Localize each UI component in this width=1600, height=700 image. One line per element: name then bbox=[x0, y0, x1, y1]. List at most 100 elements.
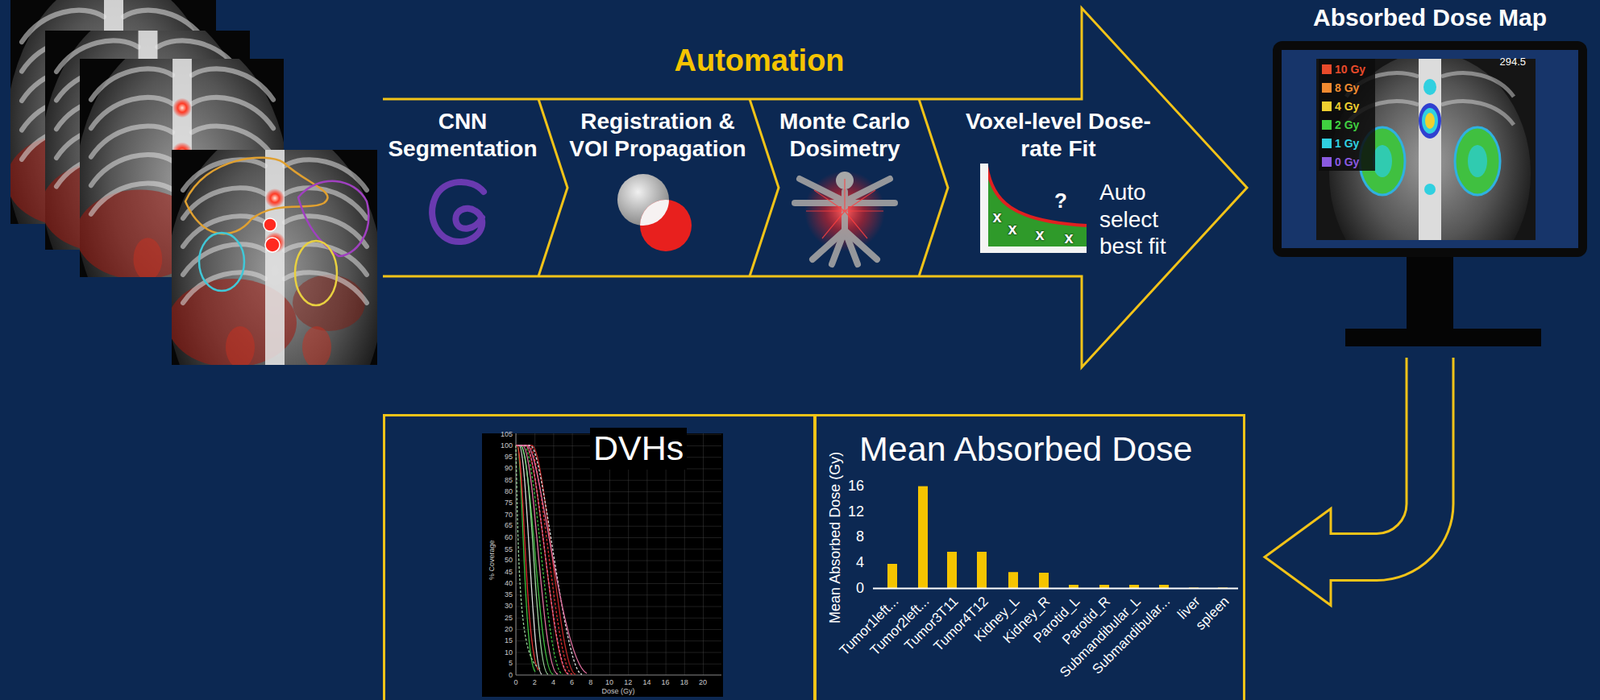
dose-map-monitor-part-part-part bbox=[1441, 73, 1514, 97]
dose-map-monitor-part-part bbox=[1372, 145, 1393, 178]
data-point: x bbox=[1008, 220, 1018, 239]
legend-row: 10 Gy bbox=[1321, 59, 1366, 79]
axis-tick: 0 bbox=[856, 580, 865, 598]
data-point: x bbox=[993, 207, 1002, 227]
results-panel: Mean Absorbed Dose bbox=[814, 414, 1246, 700]
dose-map-monitor-part-part bbox=[1318, 58, 1376, 171]
vitruvian-figure bbox=[794, 170, 895, 265]
node-title: Automation bbox=[674, 42, 845, 80]
axis-tick: 95 bbox=[504, 452, 513, 462]
axis-tick: 12 bbox=[623, 678, 632, 687]
axis-tick: 40 bbox=[504, 579, 513, 588]
axis-tick: 16 bbox=[661, 678, 670, 687]
mean-dose-bars-part bbox=[1038, 573, 1049, 589]
legend-swatch bbox=[1321, 157, 1332, 167]
dvh-chart bbox=[482, 433, 724, 698]
dose-map-monitor-part-part-part bbox=[1441, 101, 1514, 125]
dvh-chart-part bbox=[515, 433, 722, 676]
pet-ct-stack-part bbox=[166, 125, 384, 449]
dose-map-monitor bbox=[1272, 41, 1588, 347]
axis-tick: 8 bbox=[588, 678, 593, 687]
fit-graph-part bbox=[986, 166, 1087, 249]
mean-dose-bars-part bbox=[1068, 585, 1079, 589]
legend-row: 0 Gy bbox=[1321, 152, 1366, 171]
legend-text: 1 Gy bbox=[1334, 137, 1359, 150]
axis-tick: 25 bbox=[504, 614, 513, 623]
legend-text: 2 Gy bbox=[1334, 118, 1359, 132]
fit-graph-part bbox=[980, 246, 1087, 254]
legend-row: 1 Gy bbox=[1321, 133, 1366, 153]
fit-graph bbox=[980, 163, 1087, 254]
dose-map-monitor-part-part bbox=[1423, 78, 1437, 96]
dvh-chart-part-part bbox=[515, 445, 576, 675]
legend-text: 8 Gy bbox=[1334, 81, 1359, 95]
registration-icon-part bbox=[617, 174, 670, 226]
mean-dose-bars-part bbox=[918, 486, 928, 589]
legend-row: 8 Gy bbox=[1321, 78, 1366, 97]
vitruvian-figure-part-part bbox=[812, 230, 877, 260]
organ-contours-part bbox=[295, 241, 337, 306]
dose-map-monitor-part-part bbox=[1424, 183, 1436, 196]
dose-map-monitor-part-part bbox=[1425, 112, 1435, 129]
axis-tick: 80 bbox=[504, 487, 513, 496]
automation-arrow-part bbox=[918, 99, 948, 277]
fit-graph-part bbox=[980, 163, 989, 254]
registration-icon-part bbox=[617, 174, 670, 226]
vitruvian-figure-part bbox=[806, 178, 884, 239]
axis-tick: 6 bbox=[569, 678, 574, 687]
legend-row: 4 Gy bbox=[1321, 96, 1366, 116]
dvh-chart-part bbox=[515, 433, 722, 676]
legend-text: 0 Gy bbox=[1334, 155, 1359, 169]
organ-contours-part bbox=[265, 237, 280, 253]
axis-tick: 0 bbox=[508, 671, 513, 680]
automation-arrow-part bbox=[749, 99, 779, 277]
dvh-chart-part-part bbox=[515, 445, 582, 675]
node-title: Voxel-level Dose-rate Fit bbox=[957, 108, 1160, 163]
axis-tick: 65 bbox=[504, 521, 513, 530]
data-point: x bbox=[1064, 228, 1074, 248]
dvh-chart-part-part bbox=[515, 445, 542, 675]
process-step: Monte Carlo Dosimetry bbox=[772, 108, 918, 163]
axis-tick: 10 bbox=[605, 678, 614, 687]
dose-map-monitor-part bbox=[1345, 328, 1542, 347]
flow-arrow bbox=[1264, 357, 1454, 607]
dose-map-monitor-part bbox=[1318, 58, 1531, 241]
node-note: Auto select best fit bbox=[1099, 178, 1181, 261]
node-title: Monte Carlo Dosimetry bbox=[772, 108, 918, 163]
mean-dose-bars-part bbox=[1159, 585, 1169, 589]
dvh-chart-part-part bbox=[515, 445, 587, 674]
process-step: Voxel-level Dose-rate FitAuto select bes… bbox=[951, 104, 1185, 266]
axis-title: % Coverage bbox=[487, 540, 496, 582]
organ-contours-part bbox=[199, 232, 245, 291]
automation-arrow: AutomationCNN SegmentationRegistration &… bbox=[382, 8, 1247, 368]
axis-tick: 30 bbox=[504, 602, 513, 611]
legend-swatch bbox=[1321, 64, 1332, 75]
legend-row: 2 Gy bbox=[1321, 115, 1366, 134]
axis-tick: 16 bbox=[847, 477, 865, 495]
mean-dose-bars-part bbox=[1129, 585, 1139, 589]
organ-contours-part bbox=[298, 181, 369, 257]
dvh-chart-part-part bbox=[515, 445, 553, 675]
dose-map-monitor-part-part bbox=[1418, 103, 1442, 139]
axis-tick: 20 bbox=[698, 678, 707, 687]
dose-map-monitor-part-part bbox=[1454, 127, 1501, 196]
legend-text: 4 Gy bbox=[1334, 99, 1359, 113]
dvh-chart-part-part bbox=[515, 445, 570, 675]
node-title: Registration & VOI Propagation bbox=[562, 108, 753, 163]
dvh-chart-part bbox=[515, 445, 587, 675]
axis-tick: 75 bbox=[504, 498, 513, 508]
automation-arrow-part bbox=[538, 99, 568, 277]
axis-tick: 15 bbox=[504, 636, 513, 645]
axis-tick: 10 bbox=[504, 648, 513, 657]
registration-icon bbox=[617, 174, 692, 252]
vitruvian-figure-part bbox=[794, 178, 895, 265]
axis-tick: 8 bbox=[856, 528, 865, 546]
axis-tick: 4 bbox=[551, 678, 556, 687]
axis-tick: 100 bbox=[500, 441, 513, 450]
axis-title: Mean Absorbed Dose (Gy) bbox=[827, 452, 844, 624]
axis-tick: 5 bbox=[508, 659, 513, 668]
dose-legend: 10 Gy 8 Gy 4 Gy 2 Gy 1 Gy 0 Gy bbox=[1321, 59, 1366, 171]
automation-arrow-part bbox=[382, 8, 1247, 368]
